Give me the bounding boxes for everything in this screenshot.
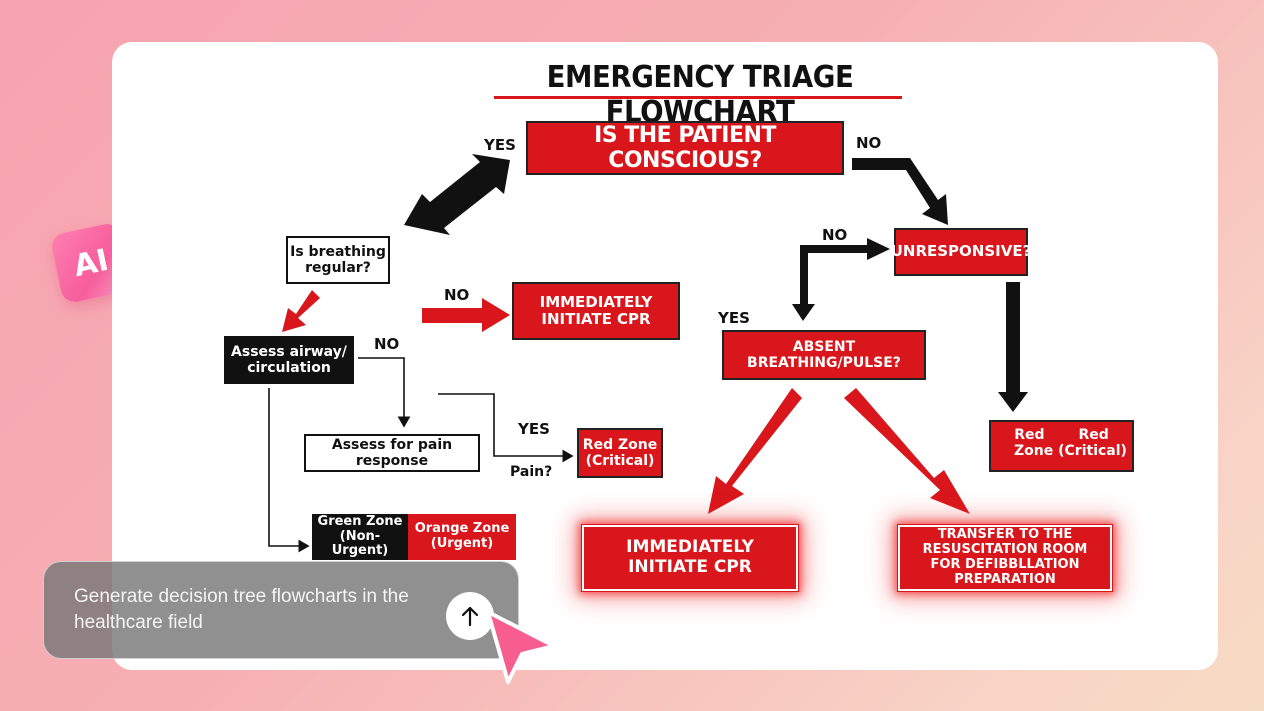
- absent-to-cpr-arrow: [708, 388, 802, 514]
- flowchart-arrows: [268, 154, 1028, 553]
- label-yes-pain: YES: [518, 420, 550, 438]
- red-zone-2-word-c: Zone (Critical): [1014, 443, 1127, 460]
- node-transfer-resuscitation: TRANSFER TO THE RESUSCITATION ROOM FOR D…: [897, 524, 1113, 592]
- node-unresponsive: UNRESPONSIVE?: [891, 228, 1031, 276]
- red-zone-2-word-a: Red: [1014, 427, 1045, 443]
- node-assess-airway: Assess airway/ circulation: [224, 336, 354, 384]
- node-breathing-regular: Is breathing regular?: [286, 236, 390, 284]
- yes-branch-arrow: [404, 154, 510, 235]
- airway-to-pain-arrow: [358, 357, 411, 428]
- node-patient-conscious: IS THE PATIENT CONSCIOUS?: [526, 121, 844, 175]
- pointer-cursor-icon: [486, 610, 556, 684]
- pain-to-redzone-arrow: [438, 393, 574, 463]
- label-no-airway: NO: [374, 335, 400, 353]
- node-assess-pain-response: Assess for pain response: [304, 434, 480, 472]
- prompt-text[interactable]: Generate decision tree flowcharts in the…: [74, 586, 409, 633]
- no-branch-arrow: [852, 158, 948, 225]
- breathing-to-airway-arrow: [282, 290, 320, 332]
- label-yes-top: YES: [484, 136, 516, 154]
- airway-to-zones-arrow: [268, 388, 310, 553]
- red-zone-2-word-b: Red: [1078, 427, 1109, 443]
- label-no-top: NO: [856, 134, 882, 152]
- arrow-up-icon: [461, 606, 479, 627]
- prompt-box[interactable]: Generate decision tree flowcharts in the…: [43, 561, 519, 659]
- node-red-zone-critical-1: Red Zone (Critical): [577, 428, 663, 478]
- label-no-breathing: NO: [444, 286, 470, 304]
- node-green-zone: Green Zone (Non-Urgent): [312, 514, 408, 560]
- unresponsive-no-arrow: [792, 238, 890, 321]
- node-initiate-cpr-1: IMMEDIATELY INITIATE CPR: [512, 282, 680, 340]
- label-pain-question: Pain?: [510, 464, 553, 480]
- absent-to-transfer-arrow: [844, 388, 970, 514]
- node-absent-breathing-pulse: ABSENT BREATHING/PULSE?: [722, 330, 926, 380]
- send-button[interactable]: [446, 592, 494, 640]
- label-no-unresponsive: NO: [822, 226, 848, 244]
- title-underline: [494, 96, 902, 99]
- node-orange-zone: Orange Zone (Urgent): [408, 514, 516, 560]
- unresponsive-down-arrow: [998, 282, 1028, 412]
- node-red-zone-critical-2: Red Red Zone (Critical): [989, 420, 1134, 472]
- no-to-cpr-arrow: [422, 298, 510, 332]
- label-yes-absent: YES: [718, 309, 750, 327]
- node-initiate-cpr-2: IMMEDIATELY INITIATE CPR: [581, 524, 799, 592]
